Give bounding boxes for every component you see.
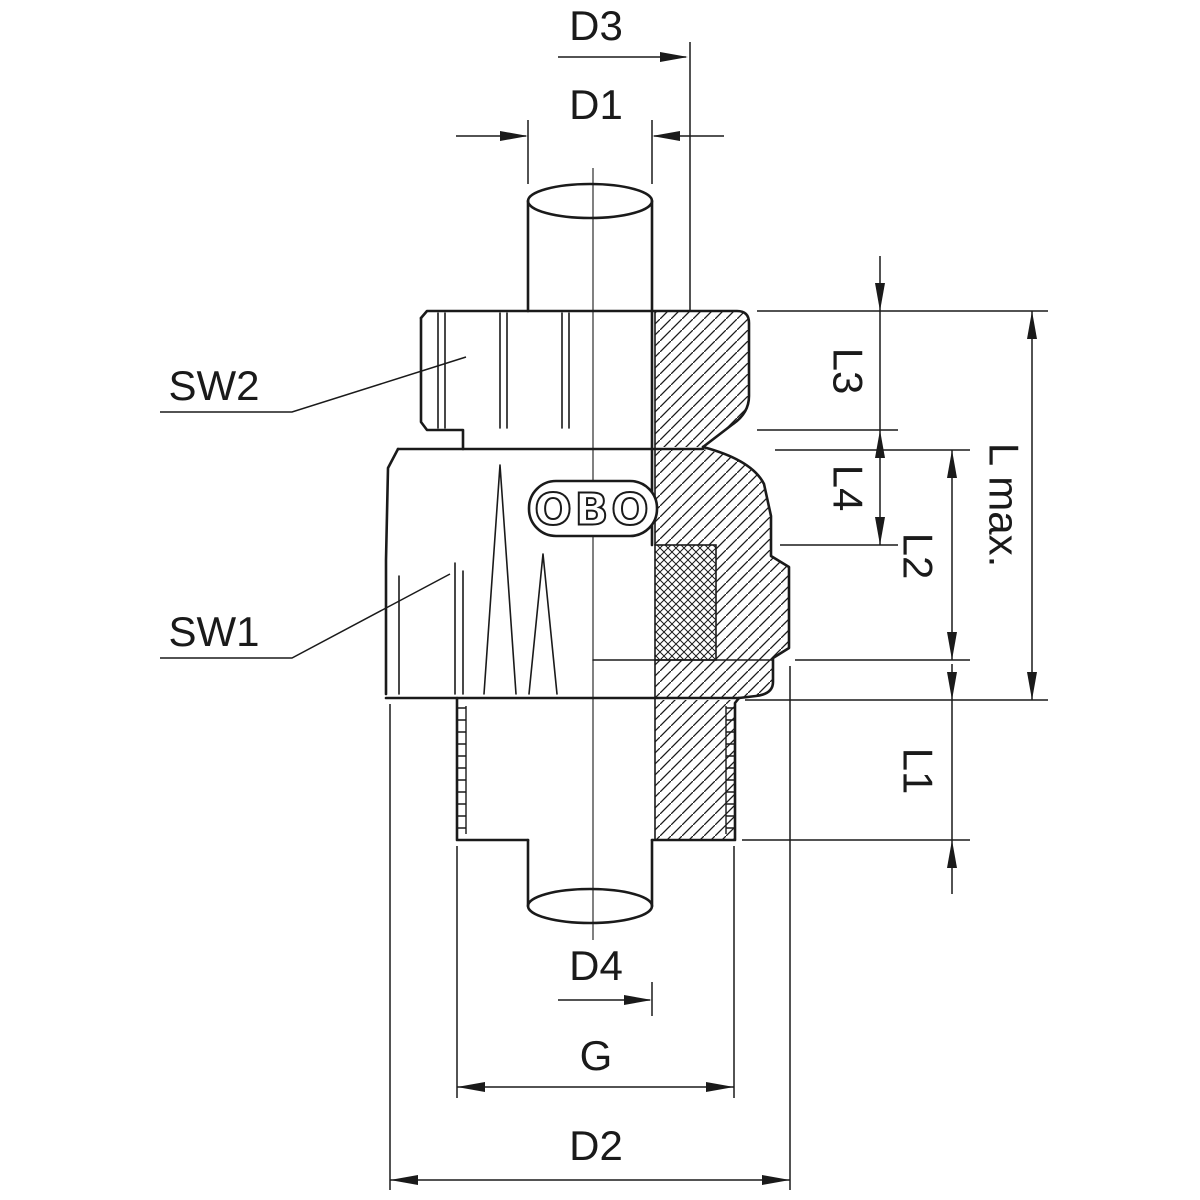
label-sw1: SW1	[168, 608, 259, 655]
dim-d2: D2	[389, 666, 791, 1190]
d2-extension-lines	[389, 666, 791, 1190]
l2-arrow-down-icon	[947, 632, 957, 660]
dim-d3: D3	[558, 2, 691, 311]
dim-d1: D1	[456, 81, 724, 184]
body-right-outline	[701, 445, 791, 700]
callout-sw2: SW2	[160, 356, 467, 413]
cap-nut-sw2	[419, 309, 751, 451]
d1-extension-lines	[527, 120, 653, 184]
l-max-arrow-up-icon	[1027, 311, 1037, 339]
body-spline-spikes	[398, 464, 558, 695]
thread-left-outline	[455, 696, 530, 842]
cable-top	[526, 182, 654, 547]
body-sw1	[384, 445, 791, 700]
dim-l3-l4: L3 L4	[825, 256, 885, 545]
dimension-label-g: G	[580, 1032, 613, 1079]
l-max-arrow-down-icon	[1027, 672, 1037, 700]
g-arrow-right-icon	[706, 1082, 734, 1092]
cable-bottom	[526, 838, 654, 925]
thread-right-outline	[650, 696, 741, 842]
cable-bottom-edges	[526, 838, 654, 908]
d4-arrow-right-icon	[624, 995, 652, 1005]
obo-logo-border	[527, 479, 659, 538]
dimension-label-l3: L3	[825, 348, 872, 395]
dim-l2: L2	[895, 450, 957, 660]
cap-nut-outline-left-bottom	[419, 316, 465, 451]
cable-top-edges	[526, 199, 654, 547]
l3-arrow-down-icon	[875, 283, 885, 311]
d3-arrow-right-icon	[660, 52, 688, 62]
body-left-outline	[384, 447, 400, 696]
lower-ring-section-hatch	[655, 660, 773, 698]
cable-top-end-face	[526, 182, 654, 220]
dimension-label-d1: D1	[569, 81, 623, 128]
thread-crest-ticks-left	[457, 707, 466, 829]
dimension-label-l-max: L max.	[981, 443, 1028, 567]
l2-arrow-up-icon	[947, 450, 957, 478]
thread-crest-ticks-right	[726, 707, 735, 829]
thread-section	[455, 696, 741, 842]
section-hatching	[655, 311, 789, 839]
l3-arrow-up-icon	[875, 430, 885, 458]
dimension-label-l1: L1	[895, 748, 942, 795]
l1-arrow-up-icon	[947, 840, 957, 868]
d1-arrow-right-icon	[652, 131, 680, 141]
g-arrow-left-icon	[457, 1082, 485, 1092]
callout-sw1: SW1	[160, 573, 451, 659]
cap-nut-section-hatch	[655, 311, 749, 447]
body-section-hatch	[655, 449, 789, 660]
obo-logo: OBO	[527, 479, 659, 538]
dim-l-max: L max.	[981, 311, 1037, 700]
right-extension-lines	[742, 310, 1048, 841]
d1-arrow-left-icon	[500, 131, 528, 141]
cap-nut-knurl-lines	[437, 312, 570, 429]
thread-root-lines	[465, 706, 727, 834]
d2-arrow-left-icon	[390, 1175, 418, 1185]
dimension-label-d3: D3	[569, 2, 623, 49]
dim-d4: D4	[558, 942, 653, 1016]
dimension-label-d4: D4	[569, 942, 623, 989]
g-extension-lines	[456, 846, 735, 1098]
l1-arrow-down-icon	[947, 672, 957, 700]
cap-nut-outline-top-right	[419, 309, 751, 449]
dim-l1: L1	[895, 664, 957, 894]
obo-logo-text: OBO	[534, 485, 651, 536]
dimension-label-l4: L4	[825, 465, 872, 512]
extension-lines-right	[742, 310, 1048, 841]
dimension-label-l2: L2	[895, 533, 942, 580]
l4-arrow-down-icon	[875, 517, 885, 545]
dimension-label-d2: D2	[569, 1122, 623, 1169]
dim-g: G	[456, 846, 735, 1098]
cable-bottom-end-face	[526, 887, 654, 925]
d2-arrow-right-icon	[762, 1175, 790, 1185]
thread-section-hatch	[655, 700, 735, 839]
label-sw2: SW2	[168, 362, 259, 409]
sw1-leader-line	[160, 573, 451, 659]
seal-insert-crosshatch	[655, 545, 716, 660]
sw2-leader-line	[160, 356, 467, 413]
